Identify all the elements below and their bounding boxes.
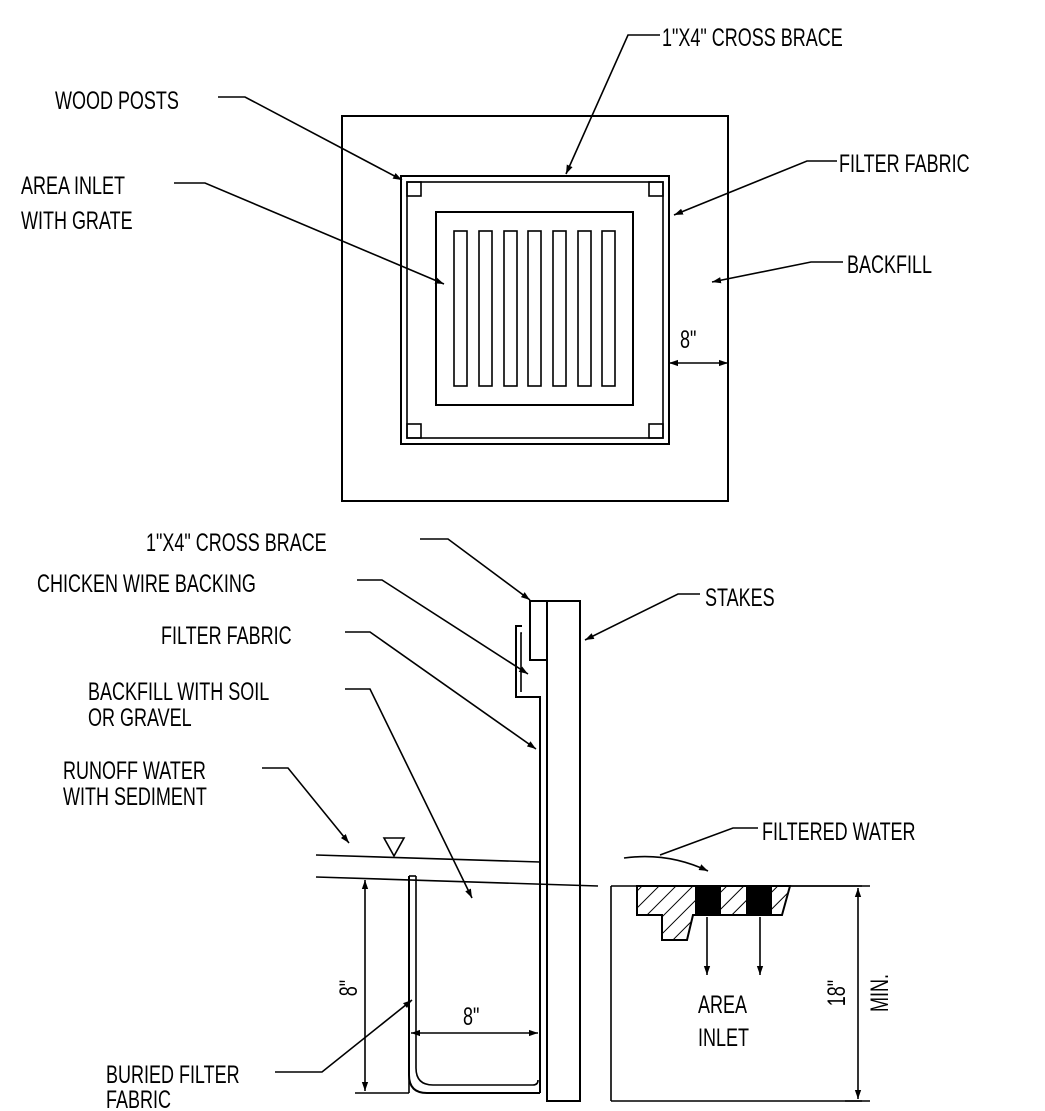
leader-stakes xyxy=(584,593,700,641)
chicken-wire xyxy=(515,625,541,1093)
section-view: 1"X4" CROSS BRACE CHICKEN WIRE BACKING S… xyxy=(37,528,916,1111)
label-top-cross-brace: 1"X4" CROSS BRACE xyxy=(662,23,843,52)
leader-filter-fabric-sec xyxy=(345,631,537,750)
water-level-symbol xyxy=(382,837,406,858)
grate-bar-2 xyxy=(746,886,772,915)
label-runoff-2: WITH SEDIMENT xyxy=(63,782,207,811)
label-filter-fabric-sec: FILTER FABRIC xyxy=(161,621,292,650)
label-backfill-soil-2: OR GRAVEL xyxy=(88,703,192,732)
wood-post-bl xyxy=(406,423,422,439)
label-buried-2: FABRIC xyxy=(106,1085,171,1111)
grate-bar-1 xyxy=(695,886,721,915)
leader-sec-cross-brace xyxy=(420,538,531,601)
label-backfill-top: BACKFILL xyxy=(847,250,932,279)
leader-area-inlet xyxy=(174,182,445,285)
label-wood-posts: WOOD POSTS xyxy=(55,86,179,115)
inlet-grate xyxy=(435,211,634,406)
grate-slots xyxy=(453,230,616,387)
label-area-inlet-2: WITH GRATE xyxy=(21,206,133,235)
filter-fabric-trench-inner xyxy=(415,876,539,1086)
label-runoff-1: RUNOFF WATER xyxy=(63,756,206,785)
filter-fabric-trench xyxy=(408,876,540,1094)
filtered-flow-arrow xyxy=(623,855,709,872)
chicken-wire-inner xyxy=(520,632,522,692)
wood-post-tr xyxy=(648,181,664,197)
label-buried-1: BURIED FILTER xyxy=(106,1060,240,1089)
filter-fabric-outline xyxy=(400,175,670,445)
cross-brace-block xyxy=(529,600,548,661)
cross-brace-outline xyxy=(406,181,664,439)
leader-buried xyxy=(275,999,413,1073)
leader-filtered-water xyxy=(659,827,758,856)
wood-post-br xyxy=(648,423,664,439)
label-area-inlet-1: AREA INLET xyxy=(21,171,125,200)
wood-post-tl xyxy=(406,181,422,197)
label-chicken-wire: CHICKEN WIRE BACKING xyxy=(37,569,256,598)
label-dim-top: 8" xyxy=(680,325,696,354)
label-dim-width: 8" xyxy=(463,1002,479,1031)
label-filter-fabric-top: FILTER FABRIC xyxy=(839,149,970,178)
label-stakes: STAKES xyxy=(705,583,775,612)
water-surface xyxy=(315,854,541,863)
leader-backfill-soil xyxy=(345,688,473,899)
label-dim-depth: 8" xyxy=(334,980,363,996)
label-inlet-1: AREA xyxy=(698,990,747,1019)
leader-backfill xyxy=(711,261,843,284)
label-dim-18: 18" xyxy=(822,980,851,1006)
leader-filter-fabric xyxy=(673,160,837,216)
stake xyxy=(546,600,581,1102)
leader-wood-posts xyxy=(218,96,403,181)
label-filtered-water: FILTERED WATER xyxy=(762,817,916,846)
ground-line xyxy=(315,876,599,887)
leader-runoff xyxy=(262,767,350,844)
plan-view: 1"X4" CROSS BRACE WOOD POSTS AREA INLET … xyxy=(21,23,970,502)
leader-chicken-wire xyxy=(357,579,529,675)
backfill-outline xyxy=(341,115,729,502)
label-sec-cross-brace: 1"X4" CROSS BRACE xyxy=(146,528,327,557)
label-dim-min: MIN. xyxy=(865,974,894,1012)
label-inlet-2: INLET xyxy=(698,1023,749,1052)
leader-top-cross-brace xyxy=(565,34,660,175)
label-backfill-soil-1: BACKFILL WITH SOIL xyxy=(88,677,269,706)
